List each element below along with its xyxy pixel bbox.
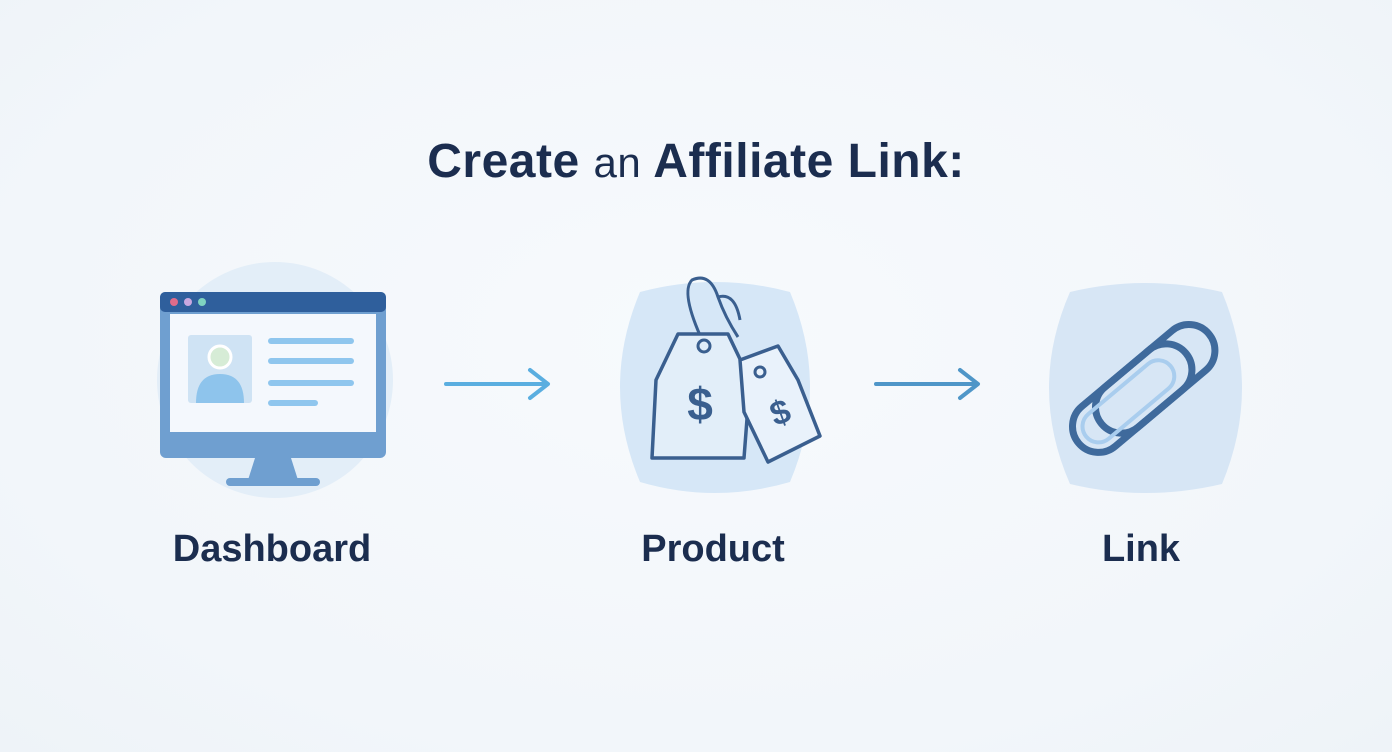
arrow-right-icon <box>874 368 980 400</box>
monitor-dashboard-icon <box>157 262 393 498</box>
price-tags-icon: $ $ <box>620 276 822 493</box>
title-affiliate-link: Affiliate Link: <box>653 135 965 188</box>
step-label-product: Product <box>641 528 785 570</box>
svg-text:$: $ <box>687 378 713 430</box>
title-word-an: an <box>593 139 642 186</box>
chain-link-icon <box>1049 283 1242 493</box>
title-word-create: Create <box>427 135 580 188</box>
step-label-link: Link <box>1101 528 1181 570</box>
step-label-dashboard: Dashboard <box>172 528 372 570</box>
arrow-right-icon <box>444 368 550 400</box>
page-title: Create an Affiliate Link: <box>0 134 1392 189</box>
